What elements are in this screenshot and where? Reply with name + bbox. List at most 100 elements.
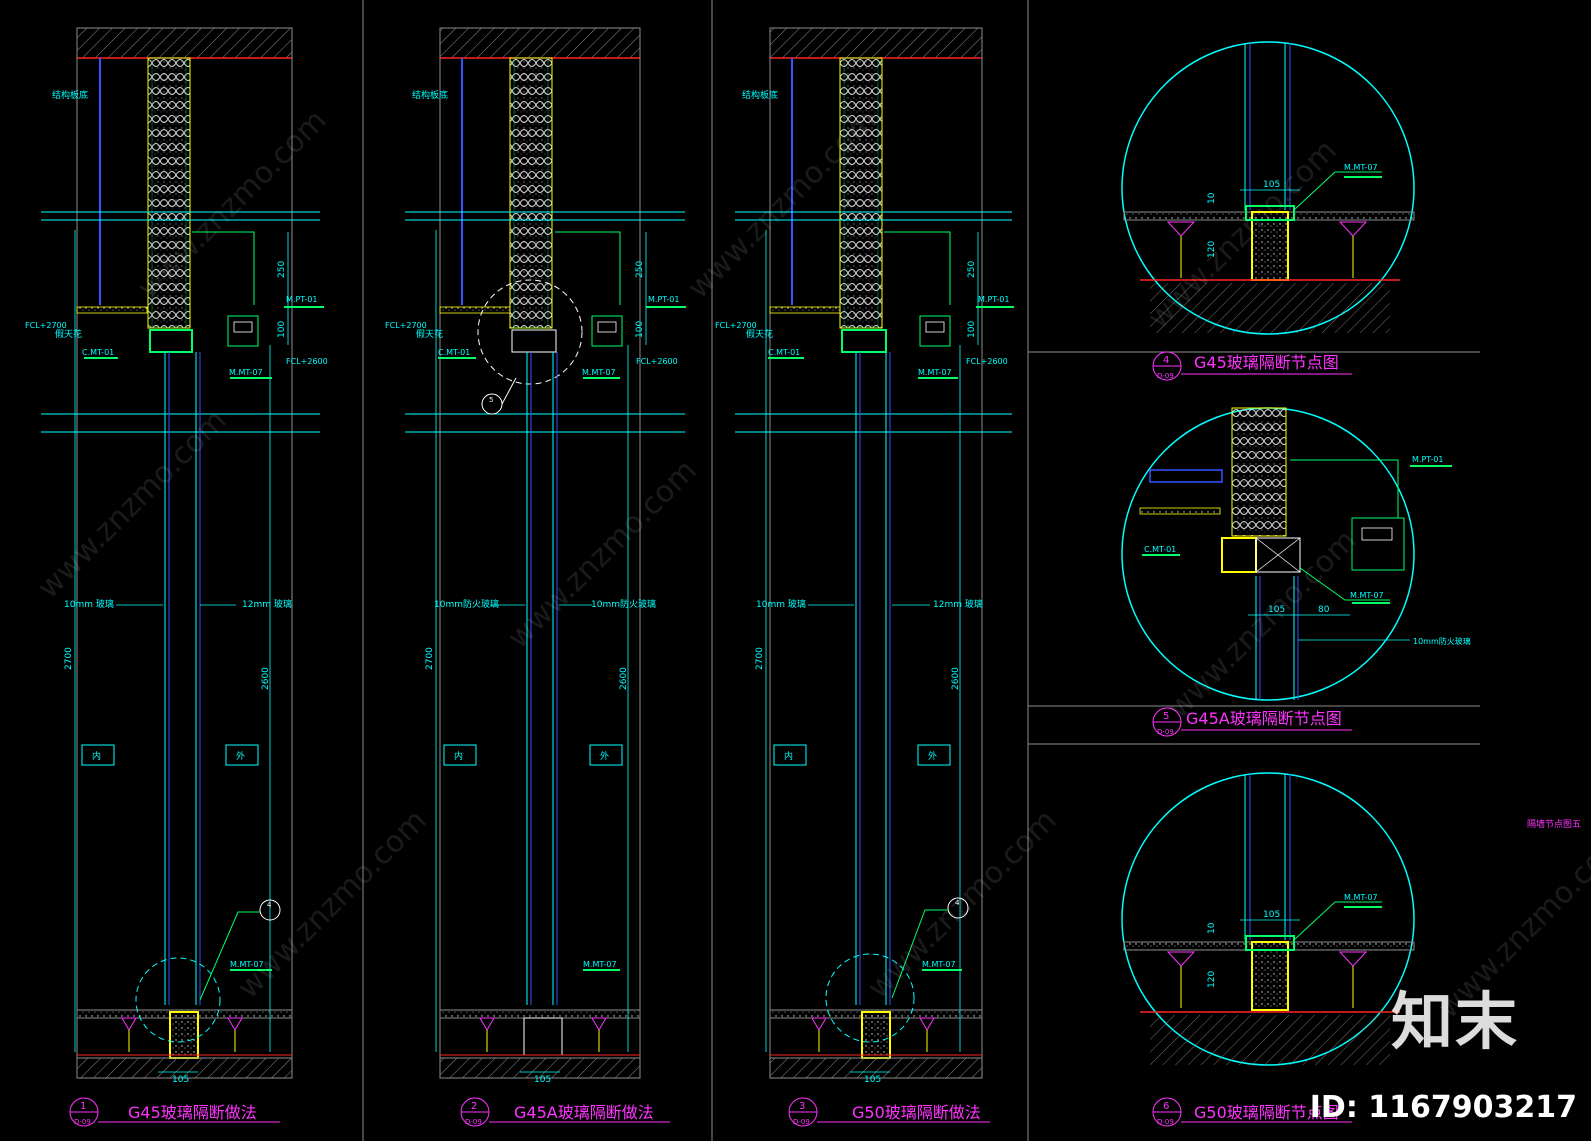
watermark-text: www.znzmo.com — [861, 803, 1064, 1006]
detail-6-title: G50玻璃隔断节点图 — [1194, 1103, 1339, 1122]
dim-105: 105 — [172, 1075, 189, 1085]
brand-logo: 知末 — [1390, 985, 1519, 1058]
left-glass-label: 10mm 玻璃 — [64, 598, 114, 610]
section-panel-3: 结构板底 FCL+2700 假天花 C.MT-01 M.PT-01 M.MT-0… — [715, 27, 1014, 1085]
label-structural-slab: 结构板底 — [52, 89, 88, 101]
zone-inner: 内 — [784, 750, 793, 762]
detail-6-tag: M.MT-07 — [1344, 893, 1378, 902]
detail-5-tag-top: M.PT-01 — [1412, 455, 1444, 464]
detail-5-number: 5 — [1163, 711, 1169, 722]
callout-4: 4 — [267, 901, 272, 909]
dim-100: 100 — [635, 321, 645, 338]
watermark-layer: www.znzmo.com www.znzmo.com www.znzmo.co… — [31, 103, 1591, 1026]
zone-inner: 内 — [454, 750, 463, 762]
detail-4-dim-10: 10 — [1207, 192, 1217, 204]
panel-3-number: 3 — [799, 1101, 805, 1112]
left-glass-label: 10mm防火玻璃 — [434, 598, 499, 610]
tag-cmt01: C.MT-01 — [768, 348, 800, 357]
tag-mpt01: M.PT-01 — [978, 295, 1010, 304]
side-note: 隔墙节点图五 — [1527, 818, 1581, 830]
detail-circle-5: M.PT-01 C.MT-01 M.MT-07 105 80 10mm防火玻璃 … — [1121, 407, 1471, 737]
tag-mmt07-bottom: M.MT-07 — [583, 960, 617, 969]
panel-3-title: G50玻璃隔断做法 — [852, 1103, 981, 1122]
panel-2-sheet: D-09 — [465, 1118, 482, 1126]
watermark-text: www.znzmo.com — [31, 403, 234, 606]
left-glass-label: 10mm 玻璃 — [756, 598, 806, 610]
detail-4-sheet: D-09 — [1157, 372, 1174, 380]
detail-5-tag-left: C.MT-01 — [1144, 545, 1176, 554]
tag-mpt01: M.PT-01 — [648, 295, 680, 304]
dim-105: 105 — [534, 1075, 551, 1085]
detail-4-dim-120: 120 — [1207, 241, 1217, 258]
callout-4: 4 — [955, 899, 960, 907]
label-fcl-2700: FCL+2700 — [25, 321, 67, 330]
dim-2700: 2700 — [64, 647, 74, 670]
label-fcl-2700: FCL+2700 — [715, 321, 757, 330]
sheet-frame — [362, 0, 1480, 1141]
watermark-text: www.znzmo.com — [1161, 523, 1364, 726]
panel-1-title: G45玻璃隔断做法 — [128, 1103, 257, 1122]
detail-4-title: G45玻璃隔断节点图 — [1194, 353, 1339, 372]
panel-2-title: G45A玻璃隔断做法 — [514, 1103, 654, 1122]
section-panel-1: 结构板底 FCL+2700 假天花 C.MT-01 M.PT-01 M.MT-0… — [25, 27, 328, 1085]
panel-1-number: 1 — [80, 1101, 86, 1112]
dim-2600: 2600 — [619, 667, 629, 690]
callout-5: 5 — [489, 396, 493, 404]
label-fcl-2600: FCL+2600 — [286, 357, 328, 366]
label-false-ceiling: 假天花 — [746, 328, 773, 340]
zone-inner: 内 — [92, 750, 101, 762]
right-glass-label: 10mm防火玻璃 — [591, 598, 656, 610]
dim-105: 105 — [864, 1075, 881, 1085]
detail-4-number: 4 — [1163, 355, 1169, 366]
detail-circle-6: M.MT-07 105 10 120 6 D-09 G50玻璃隔断节点图 — [1121, 772, 1415, 1127]
tag-cmt01: C.MT-01 — [82, 348, 114, 357]
detail-6-number: 6 — [1163, 1101, 1169, 1112]
dim-250: 250 — [277, 261, 287, 278]
detail-5-dim-80: 80 — [1318, 605, 1330, 615]
image-id: ID: 1167903217 — [1309, 1090, 1577, 1125]
tag-mmt07: M.MT-07 — [918, 368, 952, 377]
detail-circle-4: M.MT-07 105 10 120 4 D-09 G45玻璃隔断节点图 — [1121, 41, 1415, 381]
dim-100: 100 — [967, 321, 977, 338]
detail-5-title: G45A玻璃隔断节点图 — [1186, 709, 1342, 728]
detail-4-dim-105: 105 — [1263, 180, 1280, 190]
label-false-ceiling: 假天花 — [416, 328, 443, 340]
tag-mmt07-bottom: M.MT-07 — [230, 960, 264, 969]
detail-5-sheet: D-09 — [1157, 728, 1174, 736]
dim-100: 100 — [277, 321, 287, 338]
tag-cmt01: C.MT-01 — [438, 348, 470, 357]
tag-mmt07: M.MT-07 — [229, 368, 263, 377]
zone-outer: 外 — [600, 750, 609, 762]
detail-5-tag-mid: M.MT-07 — [1350, 591, 1384, 600]
detail-6-dim-120: 120 — [1207, 971, 1217, 988]
label-fcl-2600: FCL+2600 — [966, 357, 1008, 366]
dim-250: 250 — [967, 261, 977, 278]
dim-2700: 2700 — [425, 647, 435, 670]
detail-6-dim-10: 10 — [1207, 922, 1217, 934]
dim-250: 250 — [635, 261, 645, 278]
detail-5-glass: 10mm防火玻璃 — [1413, 636, 1471, 646]
detail-6-sheet: D-09 — [1157, 1118, 1174, 1126]
panel-titles: 1 D-09 G45玻璃隔断做法 2 D-09 G45A玻璃隔断做法 3 D-0… — [69, 1097, 990, 1127]
zone-outer: 外 — [236, 750, 245, 762]
section-panel-2: 结构板底 FCL+2700 假天花 C.MT-01 M.PT-01 M.MT-0… — [385, 27, 686, 1085]
dim-2600: 2600 — [261, 667, 271, 690]
right-glass-label: 12mm 玻璃 — [242, 598, 292, 610]
dim-2700: 2700 — [755, 647, 765, 670]
panel-3-sheet: D-09 — [793, 1118, 810, 1126]
detail-4-tag: M.MT-07 — [1344, 163, 1378, 172]
label-false-ceiling: 假天花 — [55, 328, 82, 340]
label-fcl-2700: FCL+2700 — [385, 321, 427, 330]
detail-6-dim-105: 105 — [1263, 910, 1280, 920]
tag-mmt07: M.MT-07 — [582, 368, 616, 377]
label-fcl-2600: FCL+2600 — [636, 357, 678, 366]
detail-5-dim-105: 105 — [1268, 605, 1285, 615]
tag-mmt07-bottom: M.MT-07 — [922, 960, 956, 969]
tag-mpt01: M.PT-01 — [286, 295, 318, 304]
zone-outer: 外 — [928, 750, 937, 762]
label-structural-slab: 结构板底 — [412, 89, 448, 101]
dim-2600: 2600 — [951, 667, 961, 690]
label-structural-slab: 结构板底 — [742, 89, 778, 101]
panel-1-sheet: D-09 — [74, 1118, 91, 1126]
